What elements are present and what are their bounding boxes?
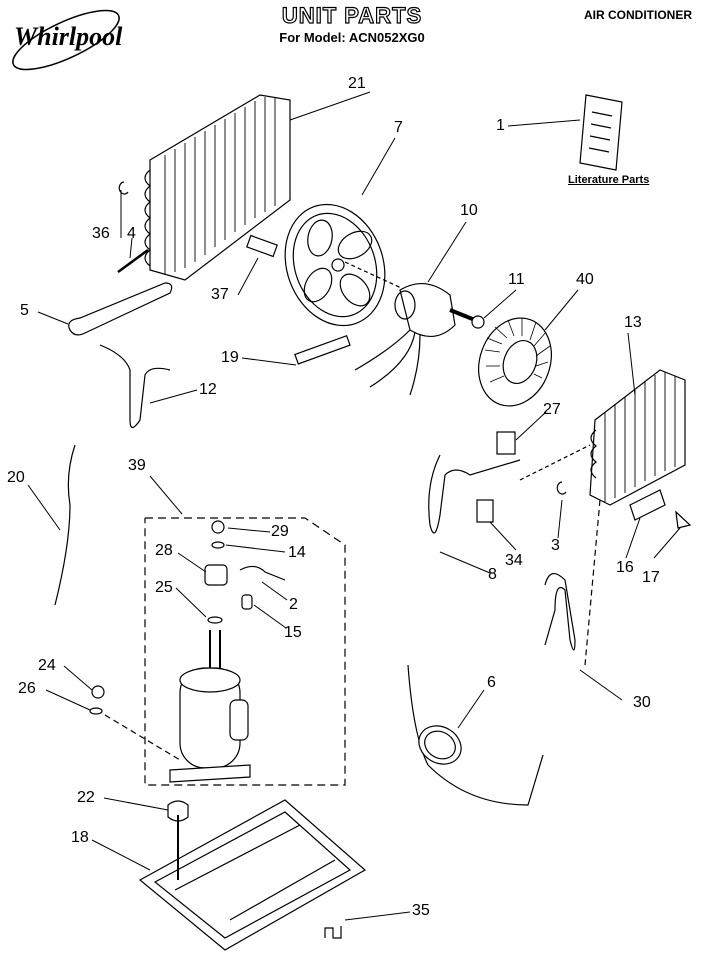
callout-19: 19 xyxy=(221,349,239,366)
washer-icon xyxy=(89,707,103,715)
grommet-icon xyxy=(241,594,253,610)
brand-logo: Whirlpool xyxy=(14,22,123,51)
callout-18: 18 xyxy=(71,829,89,846)
foam-block-icon xyxy=(246,234,278,258)
blower-wheel-icon xyxy=(478,317,552,407)
evaporator-coil-icon xyxy=(589,369,686,506)
screw-icon xyxy=(117,248,149,274)
callout-15: 15 xyxy=(284,624,302,641)
model-number: For Model: ACN052XG0 xyxy=(279,30,425,45)
clip-icon xyxy=(556,481,567,495)
callout-6: 6 xyxy=(487,674,496,691)
grommet-icon xyxy=(167,800,189,822)
wire-harness-icon xyxy=(54,444,76,606)
compressor-icon xyxy=(169,630,251,783)
callout-24: 24 xyxy=(38,657,56,674)
gasket-icon xyxy=(68,282,173,336)
callout-36: 36 xyxy=(92,225,110,242)
terminal-cover-icon xyxy=(204,564,228,586)
product-type: AIR CONDITIONER xyxy=(584,8,692,22)
callout-12: 12 xyxy=(199,381,217,398)
callout-28: 28 xyxy=(155,542,173,559)
page-title: UNIT PARTS xyxy=(281,2,423,28)
callout-11: 11 xyxy=(508,271,525,288)
sensor-bracket-icon xyxy=(476,499,494,523)
filter-bracket-icon xyxy=(629,489,666,521)
callout-22: 22 xyxy=(77,789,95,806)
drain-tube-icon xyxy=(99,344,171,429)
nut-icon xyxy=(211,520,225,534)
callout-4: 4 xyxy=(127,225,136,242)
callout-25: 25 xyxy=(155,579,173,596)
literature-booklet-icon xyxy=(579,94,623,171)
condenser-fan-blade-icon xyxy=(284,203,386,327)
callout-2: 2 xyxy=(289,596,298,613)
strip-seal-icon xyxy=(294,334,351,365)
washer-icon xyxy=(211,541,225,549)
literature-parts-label: Literature Parts xyxy=(568,174,650,186)
brand-swoosh-icon xyxy=(12,9,120,71)
callout-3: 3 xyxy=(551,537,560,554)
nut-icon xyxy=(471,315,485,329)
ring-gasket-icon xyxy=(418,725,462,765)
clip-icon xyxy=(118,181,129,195)
callout-27: 27 xyxy=(543,401,561,418)
callout-35: 35 xyxy=(412,902,430,919)
arrow-tab-icon xyxy=(675,510,692,529)
callout-30: 30 xyxy=(633,694,651,711)
retainer-clip-icon xyxy=(324,926,342,939)
callout-39: 39 xyxy=(128,457,146,474)
callout-1: 1 xyxy=(496,117,505,134)
callout-29: 29 xyxy=(271,523,289,540)
callout-40: 40 xyxy=(576,271,594,288)
washer-icon xyxy=(207,616,223,624)
leader-lines xyxy=(27,91,681,921)
overload-icon xyxy=(239,565,286,581)
callout-21: 21 xyxy=(348,75,366,92)
callout-14: 14 xyxy=(288,544,306,561)
callout-37: 37 xyxy=(211,286,229,303)
base-pan-icon xyxy=(138,799,367,951)
thermistor-pad-icon xyxy=(496,431,516,455)
callout-13: 13 xyxy=(624,314,642,331)
callout-5: 5 xyxy=(20,302,29,319)
callout-26: 26 xyxy=(18,680,36,697)
callout-20: 20 xyxy=(7,469,25,486)
callout-34: 34 xyxy=(505,552,523,569)
compressor-group-outline xyxy=(144,517,346,786)
callout-8: 8 xyxy=(488,566,497,583)
suction-tube-icon xyxy=(544,573,576,651)
callout-17: 17 xyxy=(642,569,660,586)
condenser-coil-icon xyxy=(144,94,291,281)
nut-icon xyxy=(91,685,105,699)
callout-16: 16 xyxy=(616,559,634,576)
capillary-tube-icon xyxy=(428,454,521,534)
callout-10: 10 xyxy=(460,202,478,219)
discharge-tube-icon xyxy=(407,664,544,806)
callout-7: 7 xyxy=(394,119,403,136)
